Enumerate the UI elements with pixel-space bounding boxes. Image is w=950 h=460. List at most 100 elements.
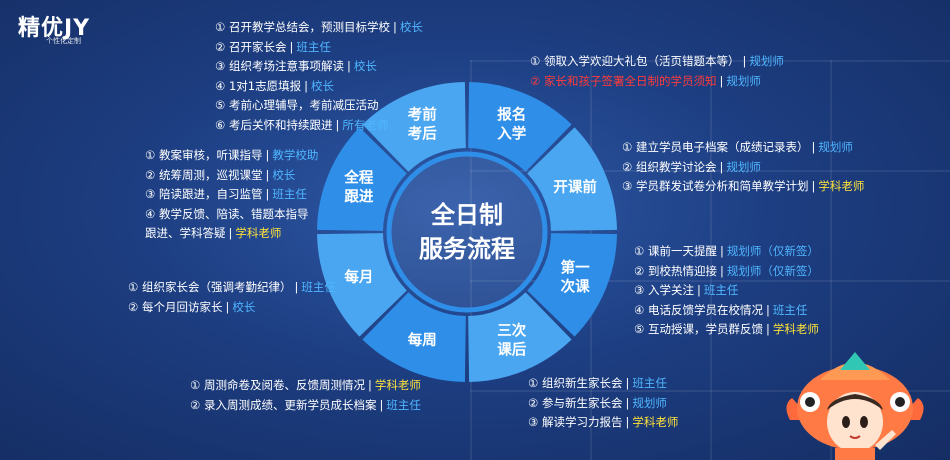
task-line: ① 建立学员电子档案（成绩记录表）|规划师 — [622, 138, 864, 158]
task-line: ③ 陪读跟进，自习监管|班主任 — [145, 185, 318, 205]
separator: | — [367, 378, 372, 392]
responsible-role: 校长 — [353, 59, 377, 73]
responsible-role: 规划师 — [726, 73, 761, 88]
wheel-segment — [468, 292, 572, 382]
task-line: ② 家长和孩子签署全日制的学员须知|规划师 — [530, 72, 784, 92]
task-text: ② 召开家长会 — [215, 39, 287, 54]
responsible-role: 班主任 — [301, 280, 336, 294]
responsible-role: 班主任 — [772, 302, 808, 317]
responsible-role: 班主任 — [386, 397, 421, 412]
task-line: ④ 1对1志愿填报|校长 — [215, 77, 423, 97]
logo-text: 精优JY — [18, 16, 91, 41]
task-line: ③ 解读学习力报告|学科老师 — [528, 413, 678, 433]
separator: | — [392, 20, 397, 34]
task-line: ② 召开家长会|班主任 — [215, 38, 423, 58]
task-text: ② 参与新生家长会 — [528, 395, 623, 410]
task-text: ④ 电话反馈学员在校情况 — [634, 302, 763, 317]
wheel-segment-label: 课后 — [497, 342, 526, 359]
task-text: ⑤ 考前心理辅导，考前减压活动 — [215, 98, 379, 112]
logo-subtitle: 个性化定制 — [46, 37, 81, 45]
wheel-segment-label: 次课 — [561, 277, 590, 295]
responsible-role: 所有老师 — [342, 117, 389, 132]
task-line: ⑤ 互动授课，学员群反馈|学科老师 — [634, 320, 819, 340]
wheel-segment-label: 三次 — [497, 322, 526, 340]
task-line: ② 统筹周测，巡视课堂|校长 — [145, 166, 318, 186]
separator: | — [379, 397, 384, 412]
separator: | — [265, 148, 270, 162]
separator: | — [228, 226, 233, 240]
task-text: ④ 1对1志愿填报 — [215, 78, 302, 93]
responsible-role: 规划师 — [749, 54, 784, 68]
separator: | — [765, 302, 770, 317]
center-title-line1: 全日制 — [431, 201, 503, 229]
responsible-role: 教学校助 — [272, 148, 319, 162]
task-text: ③ 学员群发试卷分析和简单教学计划 — [622, 179, 809, 193]
responsible-role: 规划师（仅新签） — [726, 244, 819, 258]
responsible-role: 校长 — [310, 78, 334, 93]
task-line: ④ 教学反馈、陪读、错题本指导 — [145, 205, 318, 225]
wheel-segment-label: 报名 — [497, 105, 526, 123]
task-text: ② 录入周测成绩、更新学员成长档案 — [190, 397, 377, 412]
separator: | — [304, 78, 308, 93]
task-text: ⑥ 考后关怀和持续跟进 — [215, 117, 333, 132]
task-line: ① 组织家长会（强调考勤纪律）|班主任 — [128, 278, 336, 298]
task-line: ③ 学员群发试卷分析和简单教学计划|学科老师 — [622, 177, 864, 197]
task-text: ③ 解读学习力报告 — [528, 415, 623, 429]
task-text: ① 建立学员电子档案（成绩记录表） — [622, 140, 809, 154]
task-text: ① 周测命卷及阅卷、反馈周测情况 — [190, 378, 365, 392]
responsible-role: 校长 — [399, 20, 423, 34]
wheel-segment — [317, 127, 407, 231]
responsible-role: 学科老师 — [235, 226, 282, 240]
wheel-segment-label: 考前 — [408, 105, 437, 123]
task-text: ① 教案审核，听课指导 — [145, 148, 263, 162]
responsible-role: 规划师 — [818, 140, 853, 154]
task-text: ① 课前一天提醒 — [634, 244, 717, 258]
task-line: ① 领取入学欢迎大礼包（活页错题本等）|规划师 — [530, 52, 784, 72]
task-text: ① 领取入学欢迎大礼包（活页错题本等） — [530, 54, 740, 68]
responsible-role: 规划师 — [726, 159, 761, 174]
separator: | — [742, 54, 747, 68]
responsible-role: 规划师（仅新签） — [726, 263, 819, 278]
task-line: ① 召开教学总结会，预测目标学校|校长 — [215, 18, 423, 38]
separator: | — [265, 187, 270, 201]
separator: | — [225, 299, 230, 314]
responsible-role: 学科老师 — [818, 179, 865, 193]
separator: | — [719, 159, 724, 174]
separator: | — [625, 376, 630, 390]
separator: | — [625, 415, 630, 429]
wheel-center-disc — [387, 152, 547, 312]
task-line: ④ 电话反馈学员在校情况|班主任 — [634, 301, 819, 321]
wheel-segment — [317, 233, 407, 337]
separator: | — [625, 395, 630, 410]
responsible-role: 班主任 — [272, 187, 307, 201]
separator: | — [811, 140, 816, 154]
mascot-illustration — [786, 352, 924, 460]
separator: | — [265, 167, 270, 182]
wheel-segment-label: 开课前 — [553, 178, 597, 196]
separator: | — [719, 263, 724, 278]
brand-logo: 精优JY — [18, 10, 90, 42]
separator: | — [294, 280, 299, 294]
center-title: 全日制 服务流程 — [392, 198, 542, 266]
task-text: ① 组织家长会（强调考勤纪律） — [128, 280, 292, 294]
wheel-segment-label: 考后 — [408, 125, 437, 142]
task-text: ③ 陪读跟进，自习监管 — [145, 187, 263, 201]
task-text: ② 家长和孩子签署全日制的学员须知 — [530, 73, 717, 88]
task-text: ② 到校热情迎接 — [634, 263, 717, 278]
separator: | — [719, 244, 724, 258]
wheel-segment — [362, 292, 466, 382]
responsible-role: 校长 — [232, 299, 256, 314]
task-line: ② 组织教学讨论会|规划师 — [622, 158, 864, 178]
wheel-segment-label: 全程 — [343, 169, 373, 187]
responsible-role: 学科老师 — [374, 378, 421, 392]
wheel-segment-label: 第一 — [561, 258, 590, 276]
responsible-role: 校长 — [272, 167, 296, 182]
task-line: ② 参与新生家长会|规划师 — [528, 394, 678, 414]
separator: | — [696, 283, 701, 297]
